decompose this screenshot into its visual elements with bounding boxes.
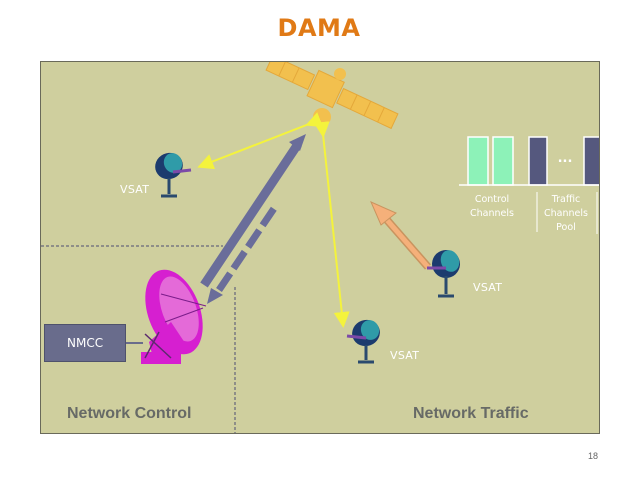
diagram-canvas [41, 62, 599, 433]
channel-bars [459, 136, 599, 234]
nmcc-label: NMCC [67, 336, 104, 350]
slide-title: DAMA [277, 14, 361, 42]
link-vsat-bottom [313, 121, 350, 328]
hub-dish-icon [141, 269, 207, 364]
network-traffic-label: Network Traffic [413, 405, 529, 422]
vsat-right-label: VSAT [473, 281, 503, 294]
channel-ellipsis: ... [557, 151, 573, 166]
vsat-right-icon [427, 250, 460, 298]
satellite-icon [265, 62, 399, 130]
nmcc-box: NMCC [44, 324, 126, 362]
traffic-channels-label: Traffic Channels Pool [544, 194, 588, 233]
control-channels-label: Control Channels [470, 194, 514, 219]
dama-diagram: VSAT VSAT VSAT NMCC Control Channels Tra… [40, 61, 600, 434]
link-vsat-top [197, 112, 324, 170]
vsat-top-label: VSAT [120, 183, 150, 196]
request-arrow [370, 201, 432, 270]
page-number: 18 [587, 451, 598, 461]
vsat-bottom-label: VSAT [390, 349, 420, 362]
vsat-bottom-icon [346, 319, 380, 364]
network-control-label: Network Control [67, 405, 192, 422]
vsat-top-icon [155, 152, 192, 198]
